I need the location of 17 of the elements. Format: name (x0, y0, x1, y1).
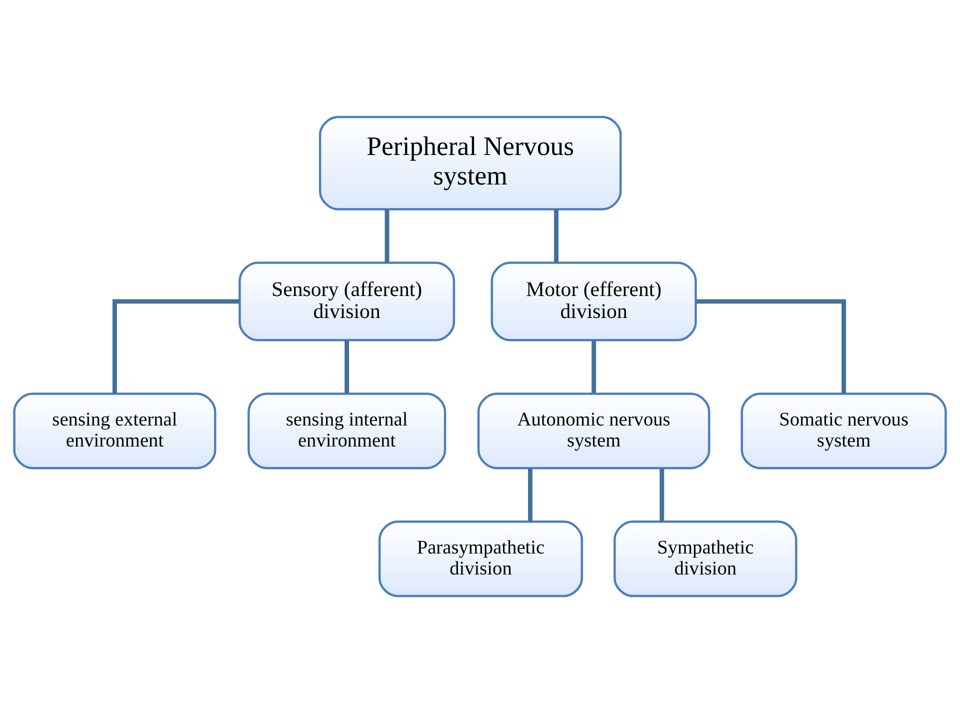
node-box: Sensory (afferent) division (238, 262, 456, 342)
node-box: Sympathetic division (614, 520, 798, 598)
connector (660, 468, 664, 522)
node-box: Motor (efferent) division (490, 262, 697, 342)
connector (592, 340, 596, 394)
node-box: Somatic nervous system (740, 392, 947, 470)
node-box: sensing external environment (13, 392, 216, 470)
connector (344, 340, 350, 394)
node-box: Parasympathetic division (378, 520, 584, 598)
node-box: sensing internal environment (248, 392, 446, 470)
node-box: Peripheral Nervous system (318, 116, 622, 210)
connector (554, 210, 558, 263)
node-box: Autonomic nervous system (477, 392, 710, 470)
connector (112, 299, 240, 394)
connector (384, 210, 390, 263)
connector (528, 468, 532, 522)
connector (696, 299, 846, 394)
